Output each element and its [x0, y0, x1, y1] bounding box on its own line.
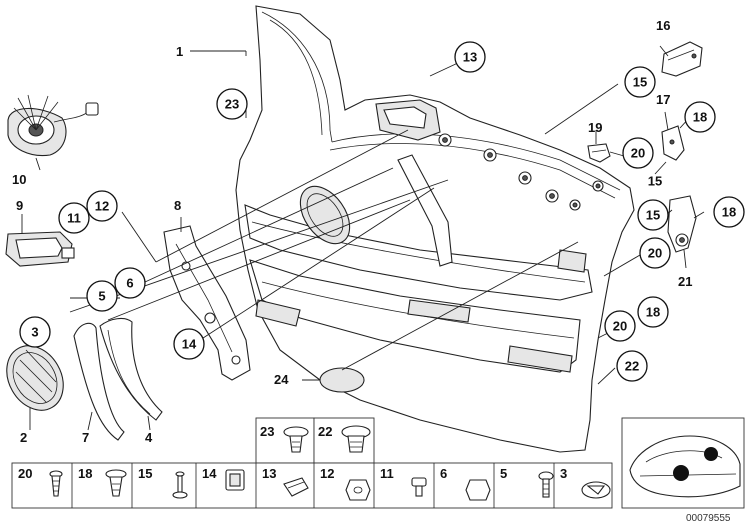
svg-text:18: 18	[722, 205, 736, 220]
callout-1: 1	[176, 44, 183, 59]
svg-text:11: 11	[67, 211, 81, 226]
callout-17: 17	[656, 92, 670, 107]
callout-11: 11	[58, 202, 90, 234]
mounting-bracket	[667, 195, 697, 253]
callout-6: 6	[114, 267, 146, 299]
callout-16: 16	[656, 18, 670, 33]
table-label-6: 6	[440, 466, 447, 481]
screw-icon	[49, 470, 63, 497]
callout-18-b: 18	[713, 196, 745, 228]
expanding-clip-icon	[105, 469, 127, 497]
nut-icon	[345, 479, 371, 501]
callout-18-a: 18	[684, 101, 716, 133]
leader-lines	[21, 45, 705, 431]
panel-bolts	[438, 133, 604, 211]
svg-text:18: 18	[646, 305, 660, 320]
bolt-icon	[538, 471, 554, 498]
svg-text:15: 15	[648, 174, 662, 189]
vehicle-location-inset	[621, 417, 745, 509]
callout-5: 5	[86, 280, 118, 312]
svg-text:12: 12	[95, 199, 109, 214]
svg-text:23: 23	[225, 97, 239, 112]
front-trim-strip	[99, 317, 163, 421]
trim-strip	[73, 322, 125, 441]
fastener-table-top: 23 22	[255, 417, 375, 464]
fastener-table-bottom: 20 18 15 14 13 12 11 6 5 3	[11, 462, 613, 509]
callout-10: 10	[12, 172, 26, 187]
svg-text:20: 20	[613, 319, 627, 334]
table-label-11: 11	[380, 466, 394, 481]
table-label-13: 13	[262, 466, 276, 481]
rivet-icon	[172, 471, 188, 499]
clip-nut-icon	[225, 469, 245, 491]
speaker-cover	[6, 345, 64, 411]
callout-19: 19	[588, 120, 602, 135]
callout-9: 9	[16, 198, 23, 213]
table-label-14: 14	[202, 466, 217, 481]
svg-text:13: 13	[463, 50, 477, 65]
svg-text:20: 20	[631, 146, 645, 161]
callout-2: 2	[20, 430, 27, 445]
callout-3: 3	[19, 316, 51, 348]
svg-text:15: 15	[646, 208, 660, 223]
callout-18-c: 18	[637, 296, 669, 328]
svg-text:14: 14	[182, 337, 197, 352]
callout-8: 8	[174, 198, 181, 213]
callout-23: 23	[216, 88, 248, 120]
callout-12: 12	[86, 190, 118, 222]
callout-22: 22	[616, 350, 648, 382]
callout-14: 14	[173, 328, 205, 360]
callout-20-c: 20	[604, 310, 636, 342]
callout-20-b: 20	[639, 237, 671, 269]
clip-bracket	[661, 125, 685, 161]
star-washer-icon	[581, 481, 611, 499]
svg-text:20: 20	[648, 246, 662, 261]
callout-labels: 1 2 4 7 8 9 10 16 17 21 24 13 23 15 18 1…	[12, 18, 745, 445]
callout-15-c: 15	[637, 199, 669, 231]
callout-15-b: 15	[648, 174, 662, 189]
callout-24: 24	[274, 372, 289, 387]
callout-21: 21	[678, 274, 692, 289]
svg-text:15: 15	[633, 75, 647, 90]
callout-7: 7	[82, 430, 89, 445]
push-clip-large-icon	[341, 425, 371, 453]
speaker-with-wiring	[7, 94, 99, 157]
svg-text:19: 19	[588, 120, 602, 135]
table-label-23: 23	[260, 424, 274, 439]
inner-door-handle	[5, 231, 75, 267]
svg-text:18: 18	[693, 110, 707, 125]
emblem-badge	[319, 367, 365, 393]
push-clip-icon	[283, 426, 309, 453]
door-bracket	[163, 225, 251, 381]
svg-text:3: 3	[31, 325, 38, 340]
svg-text:6: 6	[126, 276, 133, 291]
hinge-bracket	[661, 41, 703, 77]
table-label-15: 15	[138, 466, 152, 481]
hex-nut-icon	[465, 479, 491, 501]
table-label-20: 20	[18, 466, 32, 481]
image-code: 00079555	[686, 513, 731, 524]
callout-15-a: 15	[624, 66, 656, 98]
callout-13: 13	[454, 41, 486, 73]
table-label-18: 18	[78, 466, 92, 481]
table-label-12: 12	[320, 466, 334, 481]
retaining-clip	[587, 143, 611, 163]
cap-clip-icon	[411, 477, 427, 497]
table-label-22: 22	[318, 424, 332, 439]
svg-text:22: 22	[625, 359, 639, 374]
table-label-3: 3	[560, 466, 567, 481]
spring-clip-icon	[283, 477, 309, 497]
door-trim-panel	[235, 5, 635, 453]
svg-text:5: 5	[98, 289, 105, 304]
callout-20-a: 20	[622, 137, 654, 169]
callout-4: 4	[145, 430, 153, 445]
table-label-5: 5	[500, 466, 507, 481]
